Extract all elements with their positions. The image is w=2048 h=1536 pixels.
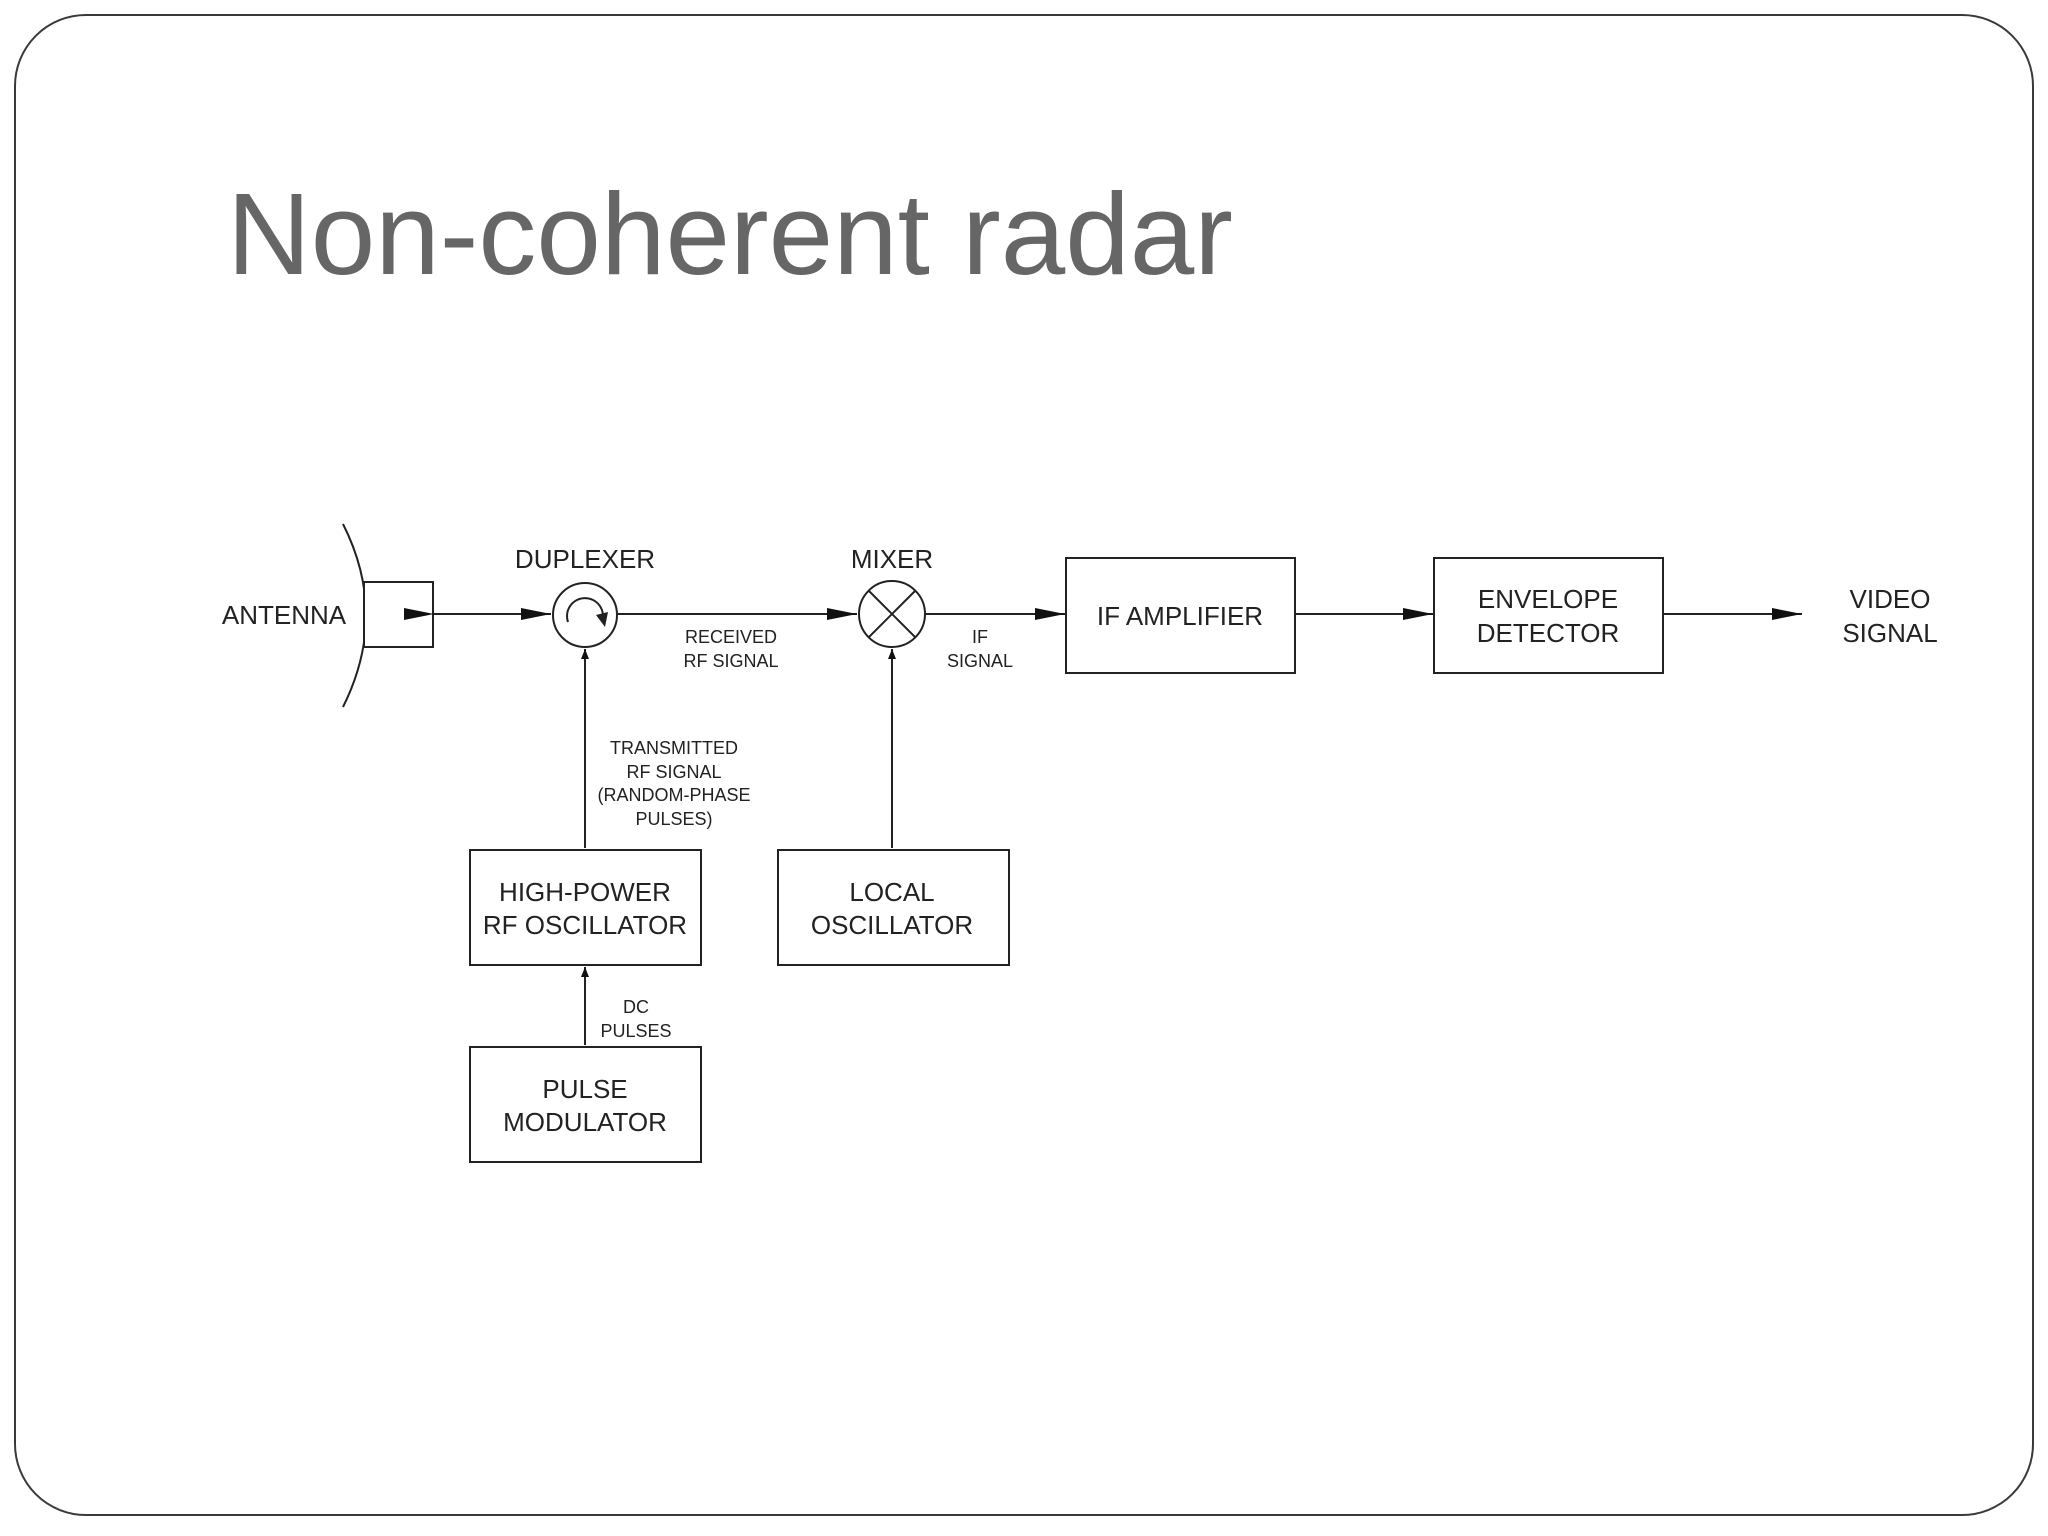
envelope-detector-label-1: ENVELOPE	[1478, 584, 1618, 614]
slide-title: Non-coherent radar	[227, 169, 1233, 299]
high-power-rf-oscillator-label-2: RF OSCILLATOR	[483, 910, 687, 940]
duplexer-circulator-icon	[552, 582, 618, 648]
high-power-rf-oscillator-box	[469, 849, 702, 966]
transmitted-rf-label-1: TRANSMITTED	[610, 738, 738, 758]
duplexer-label: DUPLEXER	[515, 544, 655, 574]
pulse-modulator-label-2: MODULATOR	[503, 1107, 667, 1137]
if-signal-label-1: IF	[972, 627, 988, 647]
transmitted-rf-label-3: (RANDOM-PHASE	[597, 785, 750, 805]
mixer-icon	[858, 580, 926, 648]
mixer-label: MIXER	[851, 544, 933, 574]
envelope-detector-box	[1433, 557, 1664, 674]
local-oscillator-label-2: OSCILLATOR	[811, 910, 973, 940]
video-signal-label-1: VIDEO	[1850, 584, 1931, 614]
dc-pulses-label-2: PULSES	[600, 1021, 671, 1041]
if-amplifier-box	[1065, 557, 1296, 674]
local-oscillator-box	[777, 849, 1010, 966]
high-power-rf-oscillator-label-1: HIGH-POWER	[499, 877, 671, 907]
dc-pulses-label-1: DC	[623, 997, 649, 1017]
antenna-symbol	[342, 523, 434, 708]
received-rf-label-2: RF SIGNAL	[683, 651, 778, 671]
pulse-modulator-box	[469, 1046, 702, 1163]
radar-block-diagram: ANTENNA DUPLEXER RECEIVED RF SIGNAL MIXE…	[222, 523, 1938, 1163]
antenna-label: ANTENNA	[222, 600, 347, 630]
transmitted-rf-label-4: PULSES)	[635, 809, 712, 829]
if-amplifier-label: IF AMPLIFIER	[1097, 601, 1263, 631]
transmitted-rf-label-2: RF SIGNAL	[626, 762, 721, 782]
local-oscillator-label-1: LOCAL	[849, 877, 934, 907]
received-rf-label-1: RECEIVED	[685, 627, 777, 647]
pulse-modulator-label-1: PULSE	[542, 1074, 627, 1104]
video-signal-label-2: SIGNAL	[1842, 618, 1937, 648]
slide: Non-coherent radar ANTENNA DUPLEXER REC	[14, 14, 2034, 1516]
if-signal-label-2: SIGNAL	[947, 651, 1013, 671]
envelope-detector-label-2: DETECTOR	[1477, 618, 1620, 648]
